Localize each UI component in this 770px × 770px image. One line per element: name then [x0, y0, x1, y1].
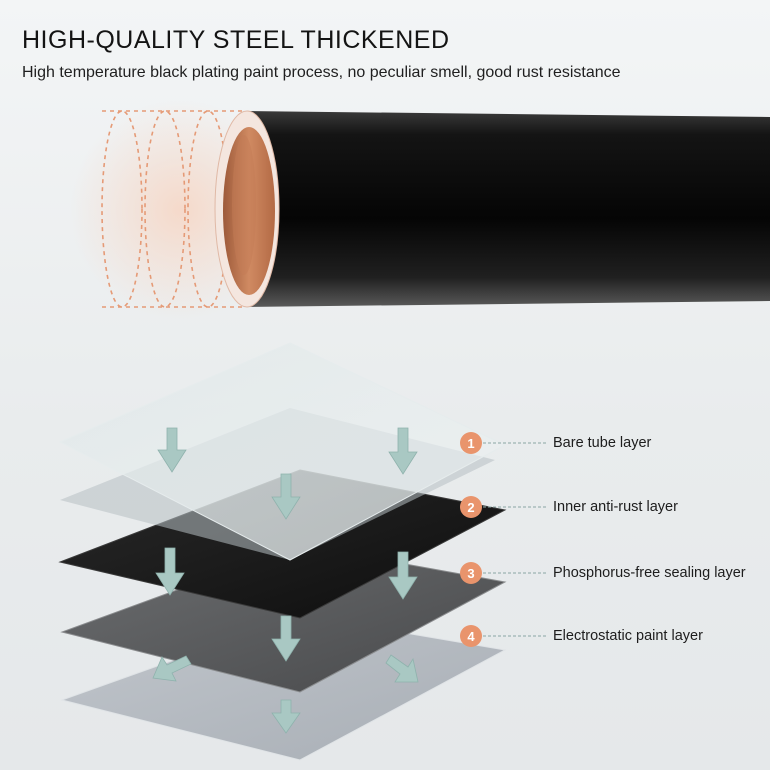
page-subtitle: High temperature black plating paint pro…: [22, 64, 621, 81]
layer-2-badge: 2: [460, 496, 482, 518]
layer-4-badge: 4: [460, 625, 482, 647]
layer-2-label: Inner anti-rust layer: [553, 499, 678, 515]
layer-3-badge: 3: [460, 562, 482, 584]
layer-1-badge: 1: [460, 432, 482, 454]
tube-body: [245, 111, 770, 307]
layer-1-label: Bare tube layer: [553, 435, 652, 451]
steel-tube-illustration: [70, 100, 770, 320]
layer-3-label: Phosphorus-free sealing layer: [553, 565, 746, 581]
layer-4-label: Electrostatic paint layer: [553, 628, 703, 644]
leader-lines: [483, 442, 546, 637]
flow-arrows: [152, 427, 419, 734]
page-title: HIGH-QUALITY STEEL THICKENED: [22, 26, 450, 54]
layer-1-sheet: [58, 342, 507, 561]
